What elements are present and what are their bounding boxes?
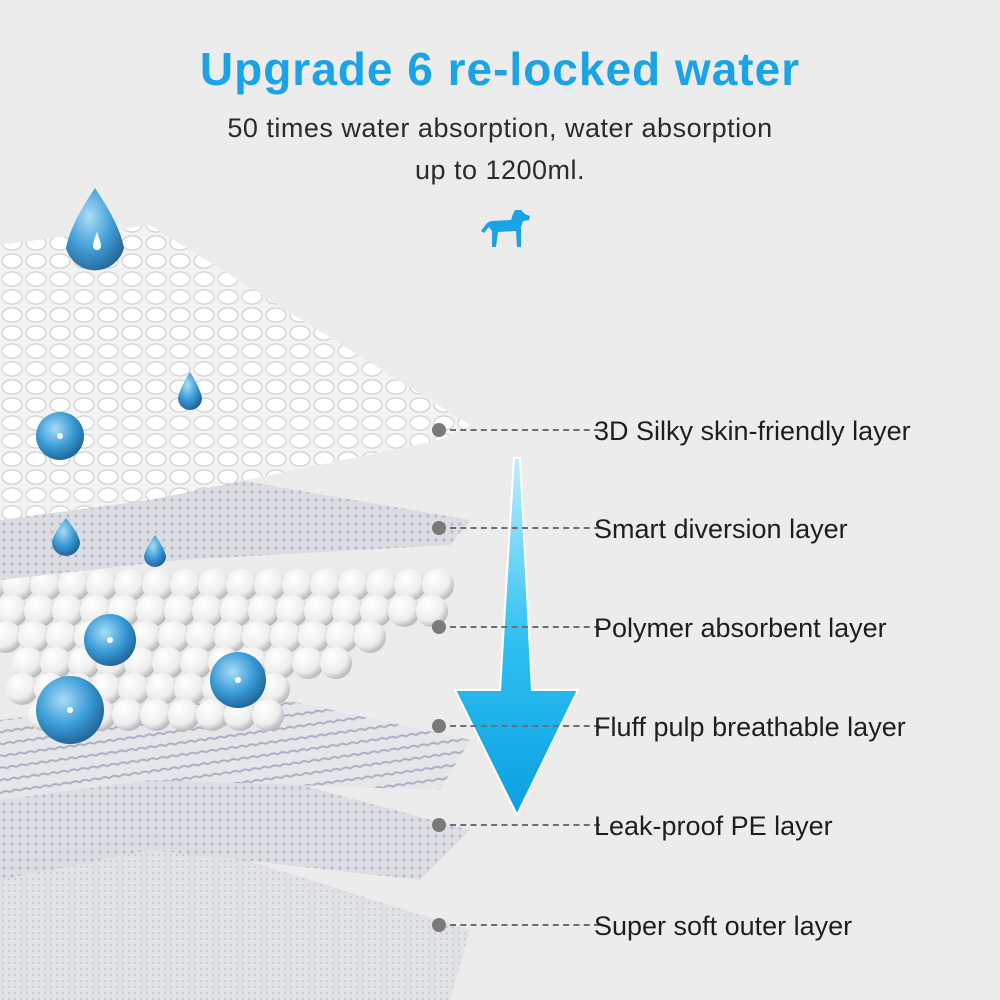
layer-label-5: Leak-proof PE layer — [594, 811, 833, 841]
subtitle-line-1: 50 times water absorption, water absorpt… — [227, 113, 773, 143]
layer-label-1: 3D Silky skin-friendly layer — [594, 416, 911, 446]
layer-label-6: Super soft outer layer — [594, 911, 853, 941]
down-arrow-icon — [453, 457, 580, 818]
headline: Upgrade 6 re-locked water — [199, 43, 801, 95]
polymer-balls — [0, 569, 454, 744]
subtitle-line-2: up to 1200ml. — [414, 155, 586, 185]
water-droplet-icon — [36, 188, 202, 567]
layer-label-3: Polymer absorbent layer — [594, 613, 887, 643]
layer-label-2: Smart diversion layer — [594, 514, 848, 544]
dog-icon — [481, 210, 530, 247]
layer-label-4: Fluff pulp breathable layer — [594, 712, 906, 742]
